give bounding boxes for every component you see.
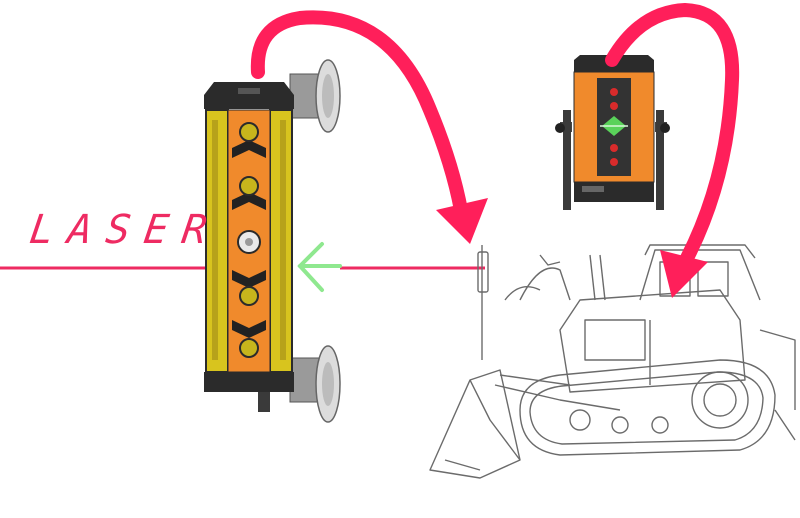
cab-display-unit-icon (555, 55, 670, 210)
signal-arrow-icon (297, 242, 342, 292)
display-arrow-icon (605, 2, 740, 298)
laser-label: LASER (26, 207, 224, 253)
machine-laser-receiver-icon (204, 59, 341, 423)
magnet-mount-icon (289, 59, 341, 423)
mount-arrow-icon (250, 10, 488, 244)
bulldozer-outline-icon (429, 244, 796, 479)
